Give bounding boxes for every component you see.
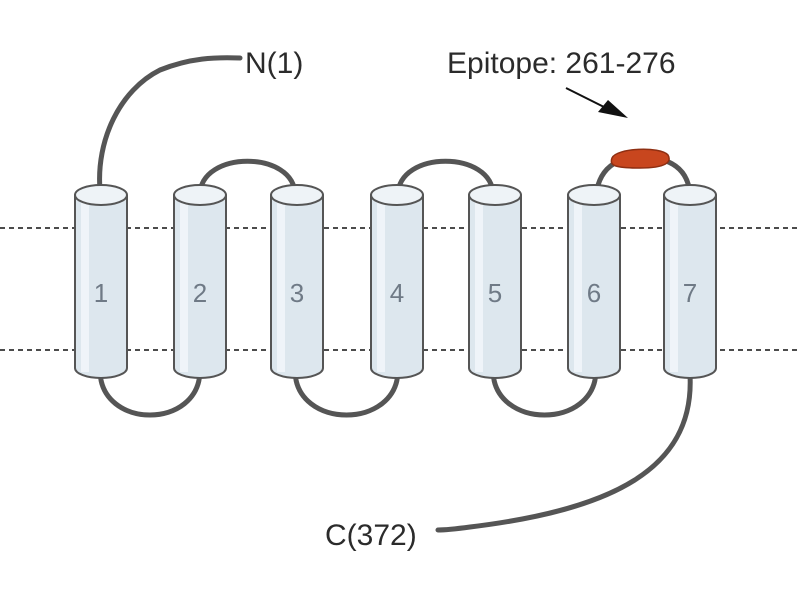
helix-top-cap	[370, 184, 424, 206]
helix-top-cap	[270, 184, 324, 206]
extracellular-loop-1	[197, 158, 298, 198]
epitope-arrow-shaft	[565, 87, 611, 111]
extracellular-loop-2	[395, 158, 496, 198]
helix-highlight	[475, 199, 483, 372]
transmembrane-helices: 1 2 3 4 5 6 7	[74, 184, 717, 379]
c-terminal-tail	[435, 372, 693, 533]
helix-number: 4	[390, 278, 404, 308]
helix-number: 6	[587, 278, 601, 308]
helix-1: 1	[74, 184, 128, 379]
helix-highlight	[81, 199, 89, 372]
epitope-arrow-head	[598, 100, 628, 118]
loops	[97, 55, 693, 533]
c-terminus-label: C(372)	[325, 519, 417, 552]
helix-top-cap	[663, 184, 717, 206]
helix-number: 2	[193, 278, 207, 308]
helix-2: 2	[173, 184, 227, 379]
helix-number: 7	[683, 278, 697, 308]
helix-highlight	[180, 199, 188, 372]
helix-3: 3	[270, 184, 324, 379]
helix-top-cap	[567, 184, 621, 206]
epitope-marker	[610, 148, 670, 169]
helix-top-cap	[173, 184, 227, 206]
intracellular-loop-1	[97, 367, 203, 418]
helix-highlight	[377, 199, 385, 372]
epitope-label: Epitope: 261-276	[447, 47, 676, 80]
helix-6: 6	[567, 184, 621, 379]
n-terminus-label: N(1)	[245, 47, 303, 80]
helix-4: 4	[370, 184, 424, 379]
intracellular-loop-2	[292, 367, 401, 418]
helix-number: 5	[488, 278, 502, 308]
helix-7: 7	[663, 184, 717, 379]
helix-highlight	[670, 199, 678, 372]
helix-highlight	[574, 199, 582, 372]
intracellular-loop-3	[490, 367, 599, 418]
n-terminal-tail	[97, 55, 243, 193]
helix-highlight	[277, 199, 285, 372]
helix-top-cap	[74, 184, 128, 206]
helix-number: 1	[94, 278, 108, 308]
helix-number: 3	[290, 278, 304, 308]
helix-5: 5	[468, 184, 522, 379]
helix-top-cap	[468, 184, 522, 206]
